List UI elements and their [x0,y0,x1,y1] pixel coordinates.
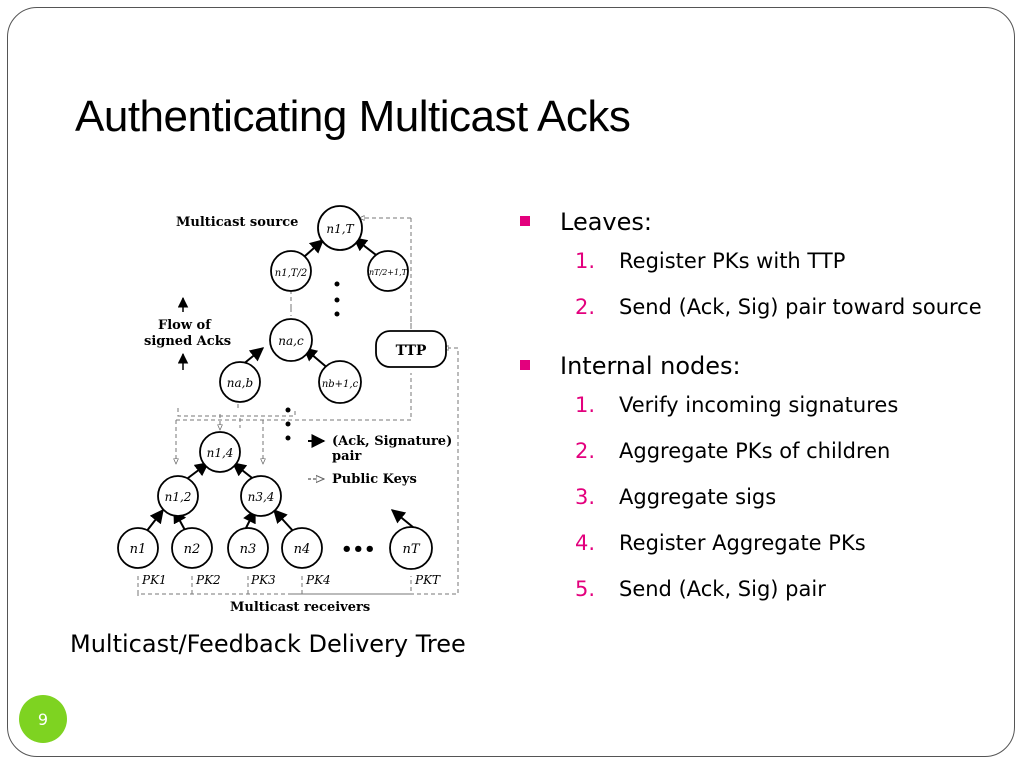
label-multicast-source: Multicast source [176,215,298,230]
pk-label: PKT [414,573,441,587]
node-n2 [171,527,213,569]
node-label: n2 [184,542,201,557]
node-label: na,b [227,376,253,390]
list-text: Aggregate PKs of children [619,439,891,463]
node-nb1c [318,360,362,404]
ellipsis-dots [285,281,340,441]
node-nac [269,318,313,362]
list-number: 1. [575,393,596,417]
slide-frame [7,7,1015,757]
bullet-internal-nodes: Internal nodes: [520,352,1000,380]
bullet-square-icon [520,360,530,370]
node-nT [389,526,433,570]
slide-title: Authenticating Multicast Acks [75,92,631,141]
node-n3 [227,527,269,569]
bullet-heading: Leaves: [560,208,652,236]
list-item: 2. Send (Ack, Sig) pair toward source [575,292,1000,322]
delivery-tree-diagram: n1,T n1,T/2 nT/2+1,T na,c na,b nb+1,c n1… [117,205,459,615]
list-number: 2. [575,295,596,319]
list-text: Register Aggregate PKs [619,531,866,555]
bullet-leaves: Leaves: [520,208,1000,236]
list-item: 2. Aggregate PKs of children [575,436,1000,466]
node-label: n4 [294,542,311,557]
public-key-paths [137,218,459,596]
node-n1T2 [270,250,312,292]
list-text: Verify incoming signatures [619,393,899,417]
label-multicast-receivers: Multicast receivers [230,600,370,615]
node-n1T [317,205,363,251]
node-label: nT/2+1,T [369,268,408,277]
node-n34 [240,475,282,517]
list-item: 3. Aggregate sigs [575,482,1000,512]
leaf-ellipsis: ••• [341,539,376,560]
diagram-caption: Multicast/Feedback Delivery Tree [70,630,466,658]
node-nT2T [367,250,409,292]
pk-label: PK2 [195,573,221,587]
label-flow-line2: signed Acks [144,334,231,349]
node-label: na,c [278,334,304,348]
list-number: 1. [575,249,596,273]
node-label: n1,4 [207,446,234,460]
node-label: n1,T [326,222,354,236]
pk-label: PK1 [141,573,167,587]
legend-ack-line1: (Ack, Signature) [332,434,452,449]
list-item: 5. Send (Ack, Sig) pair [575,574,1000,604]
list-text: Register PKs with TTP [619,249,846,273]
node-n12 [157,475,199,517]
node-label: n1,T/2 [275,268,307,279]
node-label: n3,4 [248,490,275,504]
node-n14 [199,431,241,473]
node-label: nT [402,542,420,557]
node-label: n1,2 [165,490,192,504]
node-n1 [117,527,159,569]
ttp-box [375,330,447,368]
legend-ack-line2: pair [332,449,361,464]
node-label: n1 [130,542,147,557]
pk-label: PK3 [250,573,276,587]
label-flow-line1: Flow of [158,318,212,333]
page-number-badge: 9 [19,695,67,743]
list-item: 1. Verify incoming signatures [575,390,1000,420]
list-text: Send (Ack, Sig) pair toward source [619,295,982,319]
list-number: 2. [575,439,596,463]
legend-public-keys: Public Keys [332,472,417,487]
list-text: Aggregate sigs [619,485,777,509]
list-number: 5. [575,577,596,601]
pk-label: PK4 [305,573,331,587]
node-n4 [281,527,323,569]
list-item: 4. Register Aggregate PKs [575,528,1000,558]
list-text: Send (Ack, Sig) pair [619,577,826,601]
node-label: nb+1,c [322,379,359,390]
bullet-square-icon [520,216,530,226]
bullet-list: Leaves: 1. Register PKs with TTP 2. Send… [520,208,1000,620]
list-number: 4. [575,531,596,555]
list-item: 1. Register PKs with TTP [575,246,1000,276]
list-number: 3. [575,485,596,509]
bullet-heading: Internal nodes: [560,352,741,380]
label-ttp: TTP [396,343,427,359]
node-label: n3 [240,542,257,557]
node-nab [219,361,261,403]
